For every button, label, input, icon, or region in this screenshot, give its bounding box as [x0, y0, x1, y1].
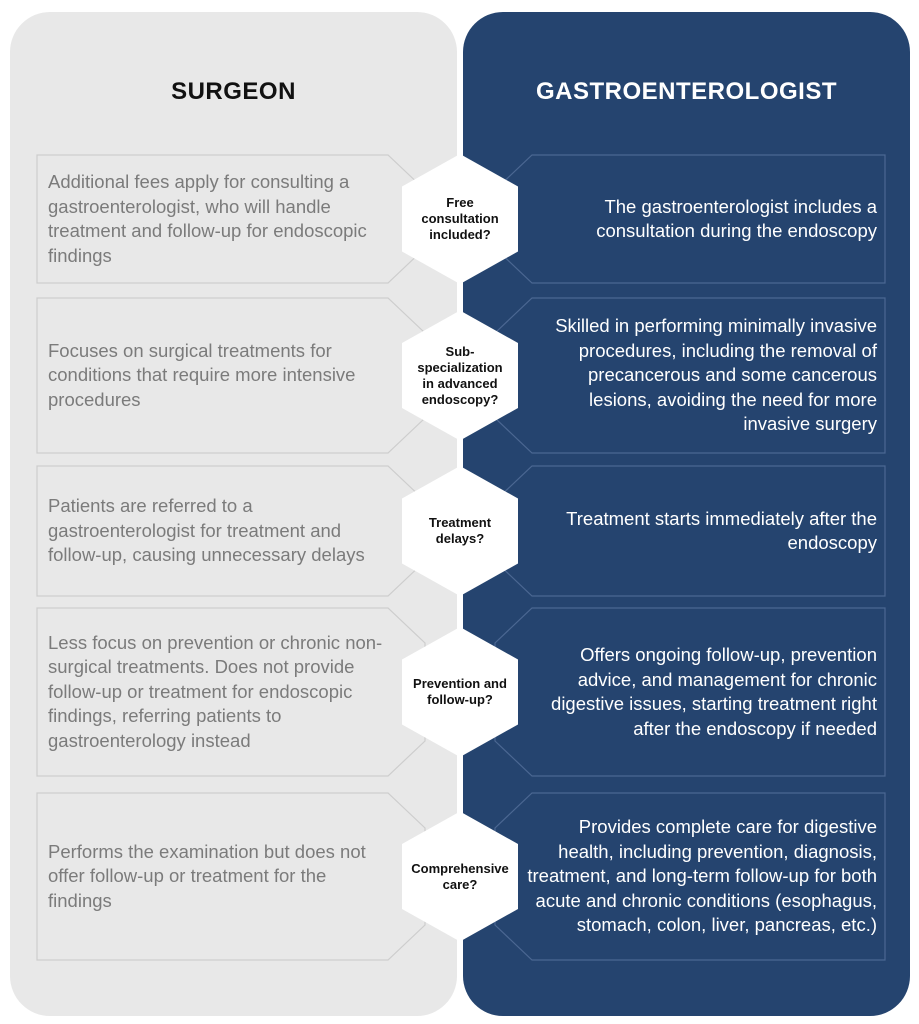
surgeon-card: Additional fees apply for consulting a g…: [48, 155, 388, 283]
question-hexagon: Prevention and follow-up?: [402, 627, 518, 757]
gastro-card: The gastroenterologist includes a consul…: [525, 155, 877, 283]
gastro-card: Skilled in performing minimally invasive…: [525, 298, 877, 453]
gastro-card-outline: [494, 792, 886, 961]
gastro-card-text: The gastroenterologist includes a consul…: [596, 195, 877, 242]
question-hexagon-text: Free consultation included?: [421, 195, 499, 242]
surgeon-panel: [10, 12, 457, 1016]
surgeon-card-outline: [36, 607, 426, 777]
surgeon-card-outline: [36, 792, 426, 961]
gastro-card-text: Skilled in performing minimally invasive…: [555, 315, 877, 435]
gastro-card: Treatment starts immediately after the e…: [525, 466, 877, 596]
surgeon-card: Performs the examination but does not of…: [48, 793, 388, 960]
gastro-card: Offers ongoing follow-up, prevention adv…: [525, 608, 877, 776]
surgeon-card: Patients are referred to a gastroenterol…: [48, 466, 388, 596]
gastro-card-text: Provides complete care for digestive hea…: [527, 816, 877, 936]
surgeon-card-text: Focuses on surgical treatments for condi…: [48, 339, 356, 410]
gastroenterologist-heading: GASTROENTEROLOGIST: [535, 78, 837, 105]
gastro-card: Provides complete care for digestive hea…: [525, 793, 877, 960]
surgeon-heading: SURGEON: [171, 78, 296, 105]
gastro-card-text: Offers ongoing follow-up, prevention adv…: [551, 644, 877, 739]
gastro-card-text: Treatment starts immediately after the e…: [566, 507, 877, 554]
surgeon-card-text: Additional fees apply for consulting a g…: [48, 171, 367, 266]
question-hexagon-text: Treatment delays?: [428, 515, 492, 546]
question-hexagon-text: Prevention and follow-up?: [413, 676, 507, 707]
surgeon-card-text: Patients are referred to a gastroenterol…: [48, 495, 365, 566]
gastroenterologist-panel: [463, 12, 910, 1016]
surgeon-card-text: Performs the examination but does not of…: [48, 840, 366, 911]
surgeon-card: Focuses on surgical treatments for condi…: [48, 298, 388, 453]
question-hexagon-text: Sub-specialization in advanced endoscopy…: [417, 343, 503, 407]
question-hexagon: Comprehensive care?: [402, 811, 518, 942]
surgeon-card-text: Less focus on prevention or chronic non-…: [48, 631, 383, 751]
gastro-card-outline: [494, 607, 886, 777]
question-hexagon-text: Comprehensive care?: [411, 860, 509, 892]
surgeon-card: Less focus on prevention or chronic non-…: [48, 608, 388, 776]
